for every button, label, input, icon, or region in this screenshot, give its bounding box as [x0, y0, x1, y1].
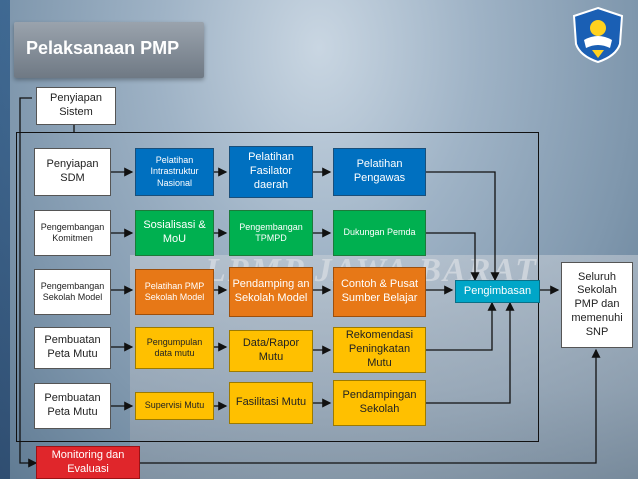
tut-wuri-handayani-logo-icon: [572, 6, 624, 64]
node-pembuatan-peta-mutu-1: Pembuatan Peta Mutu: [34, 327, 111, 369]
title-banner: Pelaksanaan PMP: [14, 22, 204, 78]
node-dukungan-pemda: Dukungan Pemda: [333, 210, 426, 256]
node-data-rapor-mutu: Data/Rapor Mutu: [229, 330, 313, 372]
node-supervisi-mutu: Supervisi Mutu: [135, 392, 214, 420]
page-title: Pelaksanaan PMP: [26, 38, 180, 58]
node-contoh-pusat-sumber: Contoh & Pusat Sumber Belajar: [333, 267, 426, 317]
node-pendampingan-sekolah: Pendampingan Sekolah: [333, 380, 426, 426]
node-pengembangan-sekolah-model: Pengembangan Sekolah Model: [34, 269, 111, 315]
node-pelatihan-intrastruktur: Pelatihan Intrastruktur Nasional: [135, 148, 214, 196]
node-pembuatan-peta-mutu-2: Pembuatan Peta Mutu: [34, 383, 111, 429]
node-rekomendasi-peningkatan: Rekomendasi Peningkatan Mutu: [333, 327, 426, 373]
left-accent-bar: [0, 0, 10, 479]
node-pengumpulan-data-mutu: Pengumpulan data mutu: [135, 327, 214, 369]
node-pengimbasan: Pengimbasan: [455, 280, 540, 303]
node-monitoring-evaluasi: Monitoring dan Evaluasi: [36, 446, 140, 479]
node-seluruh-sekolah: Seluruh Sekolah PMP dan memenuhi SNP: [561, 262, 633, 348]
node-sosialisasi-mou: Sosialisasi & MoU: [135, 210, 214, 256]
node-pelatihan-pmp-sekolah-model: Pelatihan PMP Sekolah Model: [135, 269, 214, 315]
node-pendampingan-sekolah-model: Pendamping an Sekolah Model: [229, 267, 313, 317]
node-pengembangan-tpmpd: Pengembangan TPMPD: [229, 210, 313, 256]
node-pengembangan-komitmen: Pengembangan Komitmen: [34, 210, 111, 256]
node-pelatihan-fasilator: Pelatihan Fasilator daerah: [229, 146, 313, 198]
node-fasilitasi-mutu: Fasilitasi Mutu: [229, 382, 313, 424]
node-penyiapan-sistem: Penyiapan Sistem: [36, 87, 116, 125]
node-penyiapan-sdm: Penyiapan SDM: [34, 148, 111, 196]
node-pelatihan-pengawas: Pelatihan Pengawas: [333, 148, 426, 196]
